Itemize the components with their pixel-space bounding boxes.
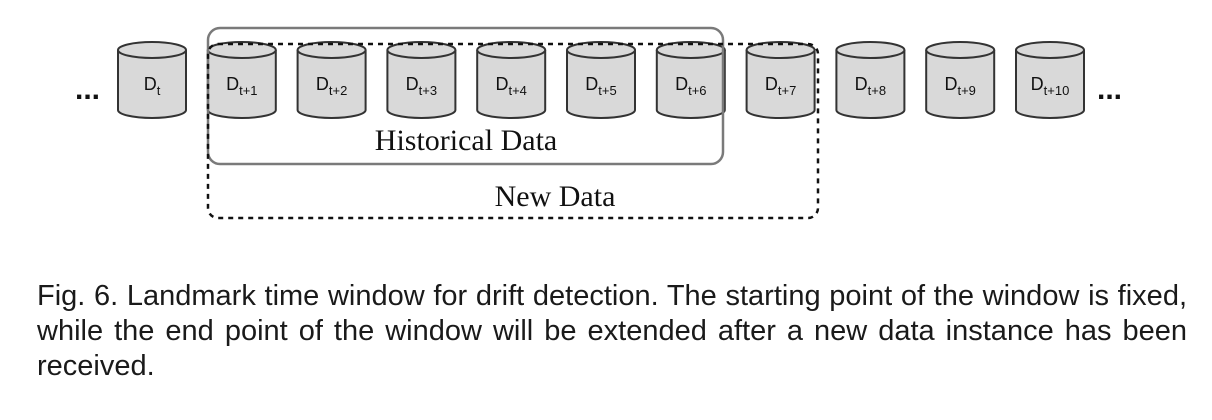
database-label: Dt+10 — [1031, 74, 1070, 98]
cylinder-body — [745, 50, 816, 119]
database-cylinder: Dt+9 — [925, 41, 996, 119]
ellipsis-right: ... — [1097, 73, 1122, 106]
database-cylinder: Dt+1 — [206, 41, 277, 119]
cylinder-top — [925, 41, 996, 59]
database-cylinder: Dt — [117, 41, 187, 119]
database-label: Dt+9 — [944, 74, 975, 98]
cylinder-body — [386, 50, 457, 119]
database-label: Dt+8 — [855, 74, 886, 98]
database-cylinder: Dt+5 — [566, 41, 636, 119]
database-label: Dt+6 — [675, 74, 706, 98]
cylinder-body — [296, 50, 367, 119]
cylinder-top — [566, 41, 636, 59]
database-label: Dt+5 — [585, 74, 616, 98]
ellipsis-left: ... — [75, 73, 100, 106]
cylinder-top — [117, 41, 187, 59]
database-cylinder: Dt+2 — [296, 41, 367, 119]
cylinder-top — [745, 41, 816, 59]
cylinder-body — [206, 50, 277, 119]
database-cylinder: Dt+7 — [745, 41, 816, 119]
cylinder-body — [925, 50, 996, 119]
cylinder-body — [476, 50, 547, 119]
database-cylinder: Dt+6 — [655, 41, 726, 119]
cylinder-body — [1015, 50, 1085, 119]
database-cylinder: Dt+8 — [835, 41, 906, 119]
database-label: Dt+7 — [765, 74, 796, 98]
database-label: Dt+4 — [495, 74, 526, 98]
database-sequence: Dt Dt+1 Dt+2 Dt+3 Dt+4 Dt+5 Dt+6 Dt+7 Dt+8 Dt+9 Dt… — [117, 41, 1085, 119]
figure-caption: Fig. 6. Landmark time window for drift d… — [37, 280, 1187, 382]
new-data-window — [206, 42, 820, 220]
database-label: Dt — [144, 74, 161, 98]
cylinder-top — [476, 41, 547, 59]
cylinder-top — [296, 41, 367, 59]
cylinder-top — [1015, 41, 1085, 59]
database-label: Dt+2 — [316, 74, 347, 98]
cylinder-top — [386, 41, 457, 59]
cylinder-top — [655, 41, 726, 59]
historical-data-label: Historical Data — [375, 124, 557, 157]
database-cylinder: Dt+3 — [386, 41, 457, 119]
database-cylinder: Dt+10 — [1015, 41, 1085, 119]
cylinder-body — [835, 50, 906, 119]
cylinder-body — [566, 50, 636, 119]
database-label: Dt+1 — [226, 74, 257, 98]
new-data-label: New Data — [495, 180, 616, 213]
cylinder-body — [117, 50, 187, 119]
database-label: Dt+3 — [406, 74, 437, 98]
database-cylinder: Dt+4 — [476, 41, 547, 119]
cylinder-top — [835, 41, 906, 59]
